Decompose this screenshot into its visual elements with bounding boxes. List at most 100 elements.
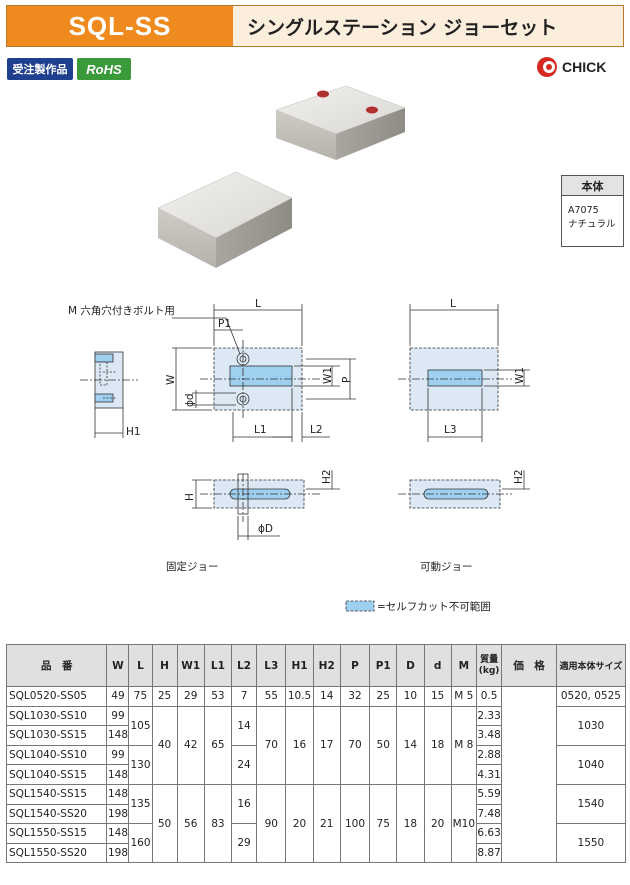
product-code: SQL-SS: [7, 6, 233, 46]
dim-L1: L1: [254, 424, 267, 436]
cell-L: 160: [128, 823, 153, 864]
cell-H1: 20: [285, 783, 314, 864]
cell-mass: 4.31: [475, 764, 503, 785]
cell-P1: 50: [369, 705, 398, 785]
col-price: 価 格: [501, 644, 557, 687]
fixed-jaw-top-view: [172, 304, 356, 442]
cell-W1: 56: [176, 783, 205, 864]
col-mass-label: 質量: [480, 654, 499, 665]
cell-mass: 6.63: [475, 823, 503, 844]
material-box: 本体 A7075 ナチュラル: [561, 175, 624, 247]
cell-model: SQL1030-SS15: [5, 725, 108, 746]
table-row: SQL1540-SS15 148 135 50 56 83 16 90 20 2…: [5, 783, 627, 864]
cell-size: 0520, 0525: [555, 686, 627, 707]
cell-P: 100: [339, 783, 371, 864]
cell-size: 1540: [555, 783, 627, 825]
fixed-jaw-end-view: [80, 351, 138, 438]
cell-W: 198: [106, 803, 130, 825]
dim-H2-movable: H2: [513, 469, 525, 484]
dim-H: H: [184, 493, 196, 501]
col-mass-unit: (kg): [478, 665, 500, 676]
logo-text: CHICK: [562, 59, 607, 75]
no-self-cut-swatch: [345, 600, 375, 612]
cell-L: 130: [128, 744, 153, 785]
col-H2: H2: [312, 644, 341, 687]
material-grade: A7075: [568, 205, 599, 216]
cell-L2: 7: [231, 686, 258, 707]
cell-L1: 65: [203, 705, 233, 785]
cell-H: 25: [151, 686, 178, 707]
col-H1: H1: [285, 644, 314, 687]
cell-W1: 42: [176, 705, 205, 785]
col-P: P: [339, 644, 371, 687]
bolt-label: M 六角穴付きボルト用: [68, 304, 175, 317]
cell-W: 49: [106, 686, 130, 707]
cell-W: 148: [106, 725, 130, 746]
cell-mass: 2.33: [475, 705, 503, 727]
cell-W: 148: [106, 783, 130, 805]
product-title: シングルステーション ジョーセット: [233, 6, 623, 46]
dim-L2: L2: [310, 424, 323, 436]
title-bar: SQL-SS シングルステーション ジョーセット: [6, 5, 624, 47]
cell-D: 18: [396, 783, 425, 864]
cell-P: 32: [339, 686, 371, 707]
cell-model: SQL1040-SS15: [5, 764, 108, 785]
spec-table: 品 番 W L H W1 L1 L2 L3 H1 H2 P P1 D d M 質…: [5, 644, 627, 864]
col-size: 適用本体サイズ: [555, 644, 627, 687]
cell-P: 70: [339, 705, 371, 785]
cell-H: 50: [151, 783, 178, 864]
fixed-jaw-caption: 固定ジョー: [166, 560, 219, 573]
cell-price: [501, 685, 557, 864]
movable-jaw-caption: 可動ジョー: [420, 560, 473, 573]
dim-H1: H1: [126, 426, 141, 438]
table-row: SQL1030-SS15 148 3.48: [5, 725, 626, 746]
cell-d: 15: [423, 686, 452, 707]
cell-M: M 8: [450, 705, 477, 785]
dim-d: ϕd: [184, 393, 196, 407]
dim-W: W: [165, 374, 177, 385]
movable-jaw-front-view: [398, 470, 530, 509]
cell-mass: 7.48: [475, 803, 503, 825]
cell-L2: 16: [231, 783, 258, 825]
fixed-jaw-front-view: [192, 470, 340, 540]
cell-W: 99: [106, 705, 130, 727]
cell-mass: 0.5: [475, 686, 503, 707]
cell-H2: 17: [312, 705, 341, 785]
dim-W1: W1: [322, 367, 334, 384]
dim-L: L: [255, 298, 261, 310]
col-L1: L1: [203, 644, 233, 687]
dim-P: P: [341, 377, 353, 383]
made-to-order-badge: 受注製作品: [7, 58, 73, 80]
col-W: W: [106, 644, 130, 687]
rohs-badge: RoHS: [77, 58, 131, 80]
table-row: SQL1540-SS20 198 7.48: [5, 803, 626, 825]
cell-H: 40: [151, 705, 178, 785]
cell-H1: 10.5: [285, 686, 314, 707]
cell-L2: 29: [231, 823, 258, 864]
product-photo: [157, 85, 406, 268]
cell-L: 135: [128, 783, 153, 825]
cell-H2: 21: [312, 783, 341, 864]
chick-logo: CHICK: [536, 54, 626, 80]
col-H: H: [151, 644, 178, 687]
cell-model: SQL0520-SS05: [5, 686, 108, 707]
cell-P1: 75: [369, 783, 398, 864]
cell-L1: 83: [203, 783, 233, 864]
cell-D: 10: [396, 686, 425, 707]
cell-mass: 8.87: [475, 842, 503, 864]
cell-mass: 5.59: [475, 783, 503, 805]
legend-label: =セルフカット不可範囲: [377, 600, 491, 613]
cell-model: SQL1040-SS10: [5, 744, 108, 766]
cell-M: M10: [450, 783, 477, 864]
cell-size: 1030: [555, 705, 627, 746]
table-row: SQL1550-SS20 198 8.87: [5, 842, 626, 864]
col-P1: P1: [369, 644, 398, 687]
cell-D: 14: [396, 705, 425, 785]
dim-L3: L3: [444, 424, 457, 436]
col-mass: 質量(kg): [475, 644, 503, 687]
dim-D: ϕD: [258, 523, 273, 535]
table-row: SQL1040-SS10 99 130 24 2.88 1040: [5, 744, 627, 785]
cell-W: 99: [106, 744, 130, 766]
cell-M: M 5: [450, 686, 477, 707]
table-row: SQL0520-SS05 49 75 25 29 53 7 55 10.5 14…: [5, 685, 627, 864]
